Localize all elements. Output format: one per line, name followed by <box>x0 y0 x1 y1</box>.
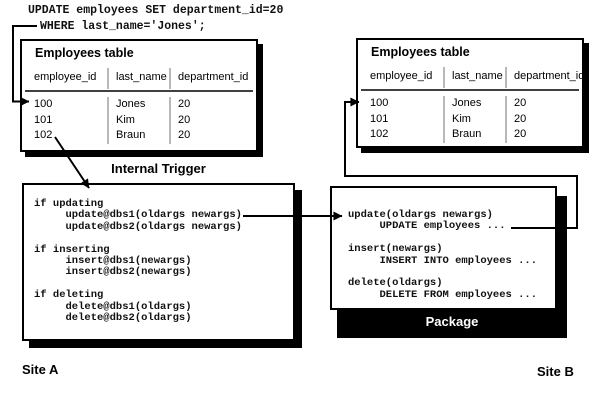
package-code: update(oldargs newargs) UPDATE employees… <box>348 209 538 301</box>
package-box: update(oldargs newargs) UPDATE employees… <box>330 186 557 310</box>
header-rule <box>361 89 579 91</box>
table-title: Employees table <box>35 46 134 60</box>
table-row: 102 Braun 20 <box>22 128 256 144</box>
column-header-employee-id: employee_id <box>34 71 97 83</box>
table-row: 100 Jones 20 <box>22 97 256 113</box>
internal-trigger-box: if updating update@dbs1(oldargs newargs)… <box>22 183 295 341</box>
column-header-employee-id: employee_id <box>370 70 433 82</box>
table-body: 100 Jones 20 101 Kim 20 102 Braun 20 <box>22 92 256 144</box>
table-title: Employees table <box>371 45 470 59</box>
column-header-last-name: last_name <box>443 67 505 88</box>
internal-trigger-code: if updating update@dbs1(oldargs newargs)… <box>34 198 242 325</box>
site-b-label: Site B <box>537 364 574 379</box>
column-header-last-name: last_name <box>107 68 169 89</box>
sql-statement-line-1: UPDATE employees SET department_id=20 <box>28 4 284 17</box>
table-row: 101 Kim 20 <box>22 112 256 129</box>
table-header-row: employee_id last_name department_id <box>22 68 256 89</box>
employees-table-site-a: Employees table employee_id last_name de… <box>20 39 258 152</box>
column-header-department-id: department_id <box>505 67 584 88</box>
employees-table-site-b: Employees table employee_id last_name de… <box>356 38 584 148</box>
package-label: Package <box>425 314 479 329</box>
table-row: 101 Kim 20 <box>358 111 582 128</box>
table-body: 100 Jones 20 101 Kim 20 102 Braun 20 <box>358 91 582 143</box>
sql-statement-line-2: WHERE last_name='Jones'; <box>40 20 206 33</box>
table-row: 102 Braun 20 <box>358 127 582 143</box>
internal-trigger-title: Internal Trigger <box>111 161 206 176</box>
table-row: 100 Jones 20 <box>358 96 582 112</box>
table-header-row: employee_id last_name department_id <box>358 67 584 88</box>
column-header-department-id: department_id <box>169 68 256 89</box>
header-rule <box>25 90 253 92</box>
site-a-label: Site A <box>22 362 59 377</box>
